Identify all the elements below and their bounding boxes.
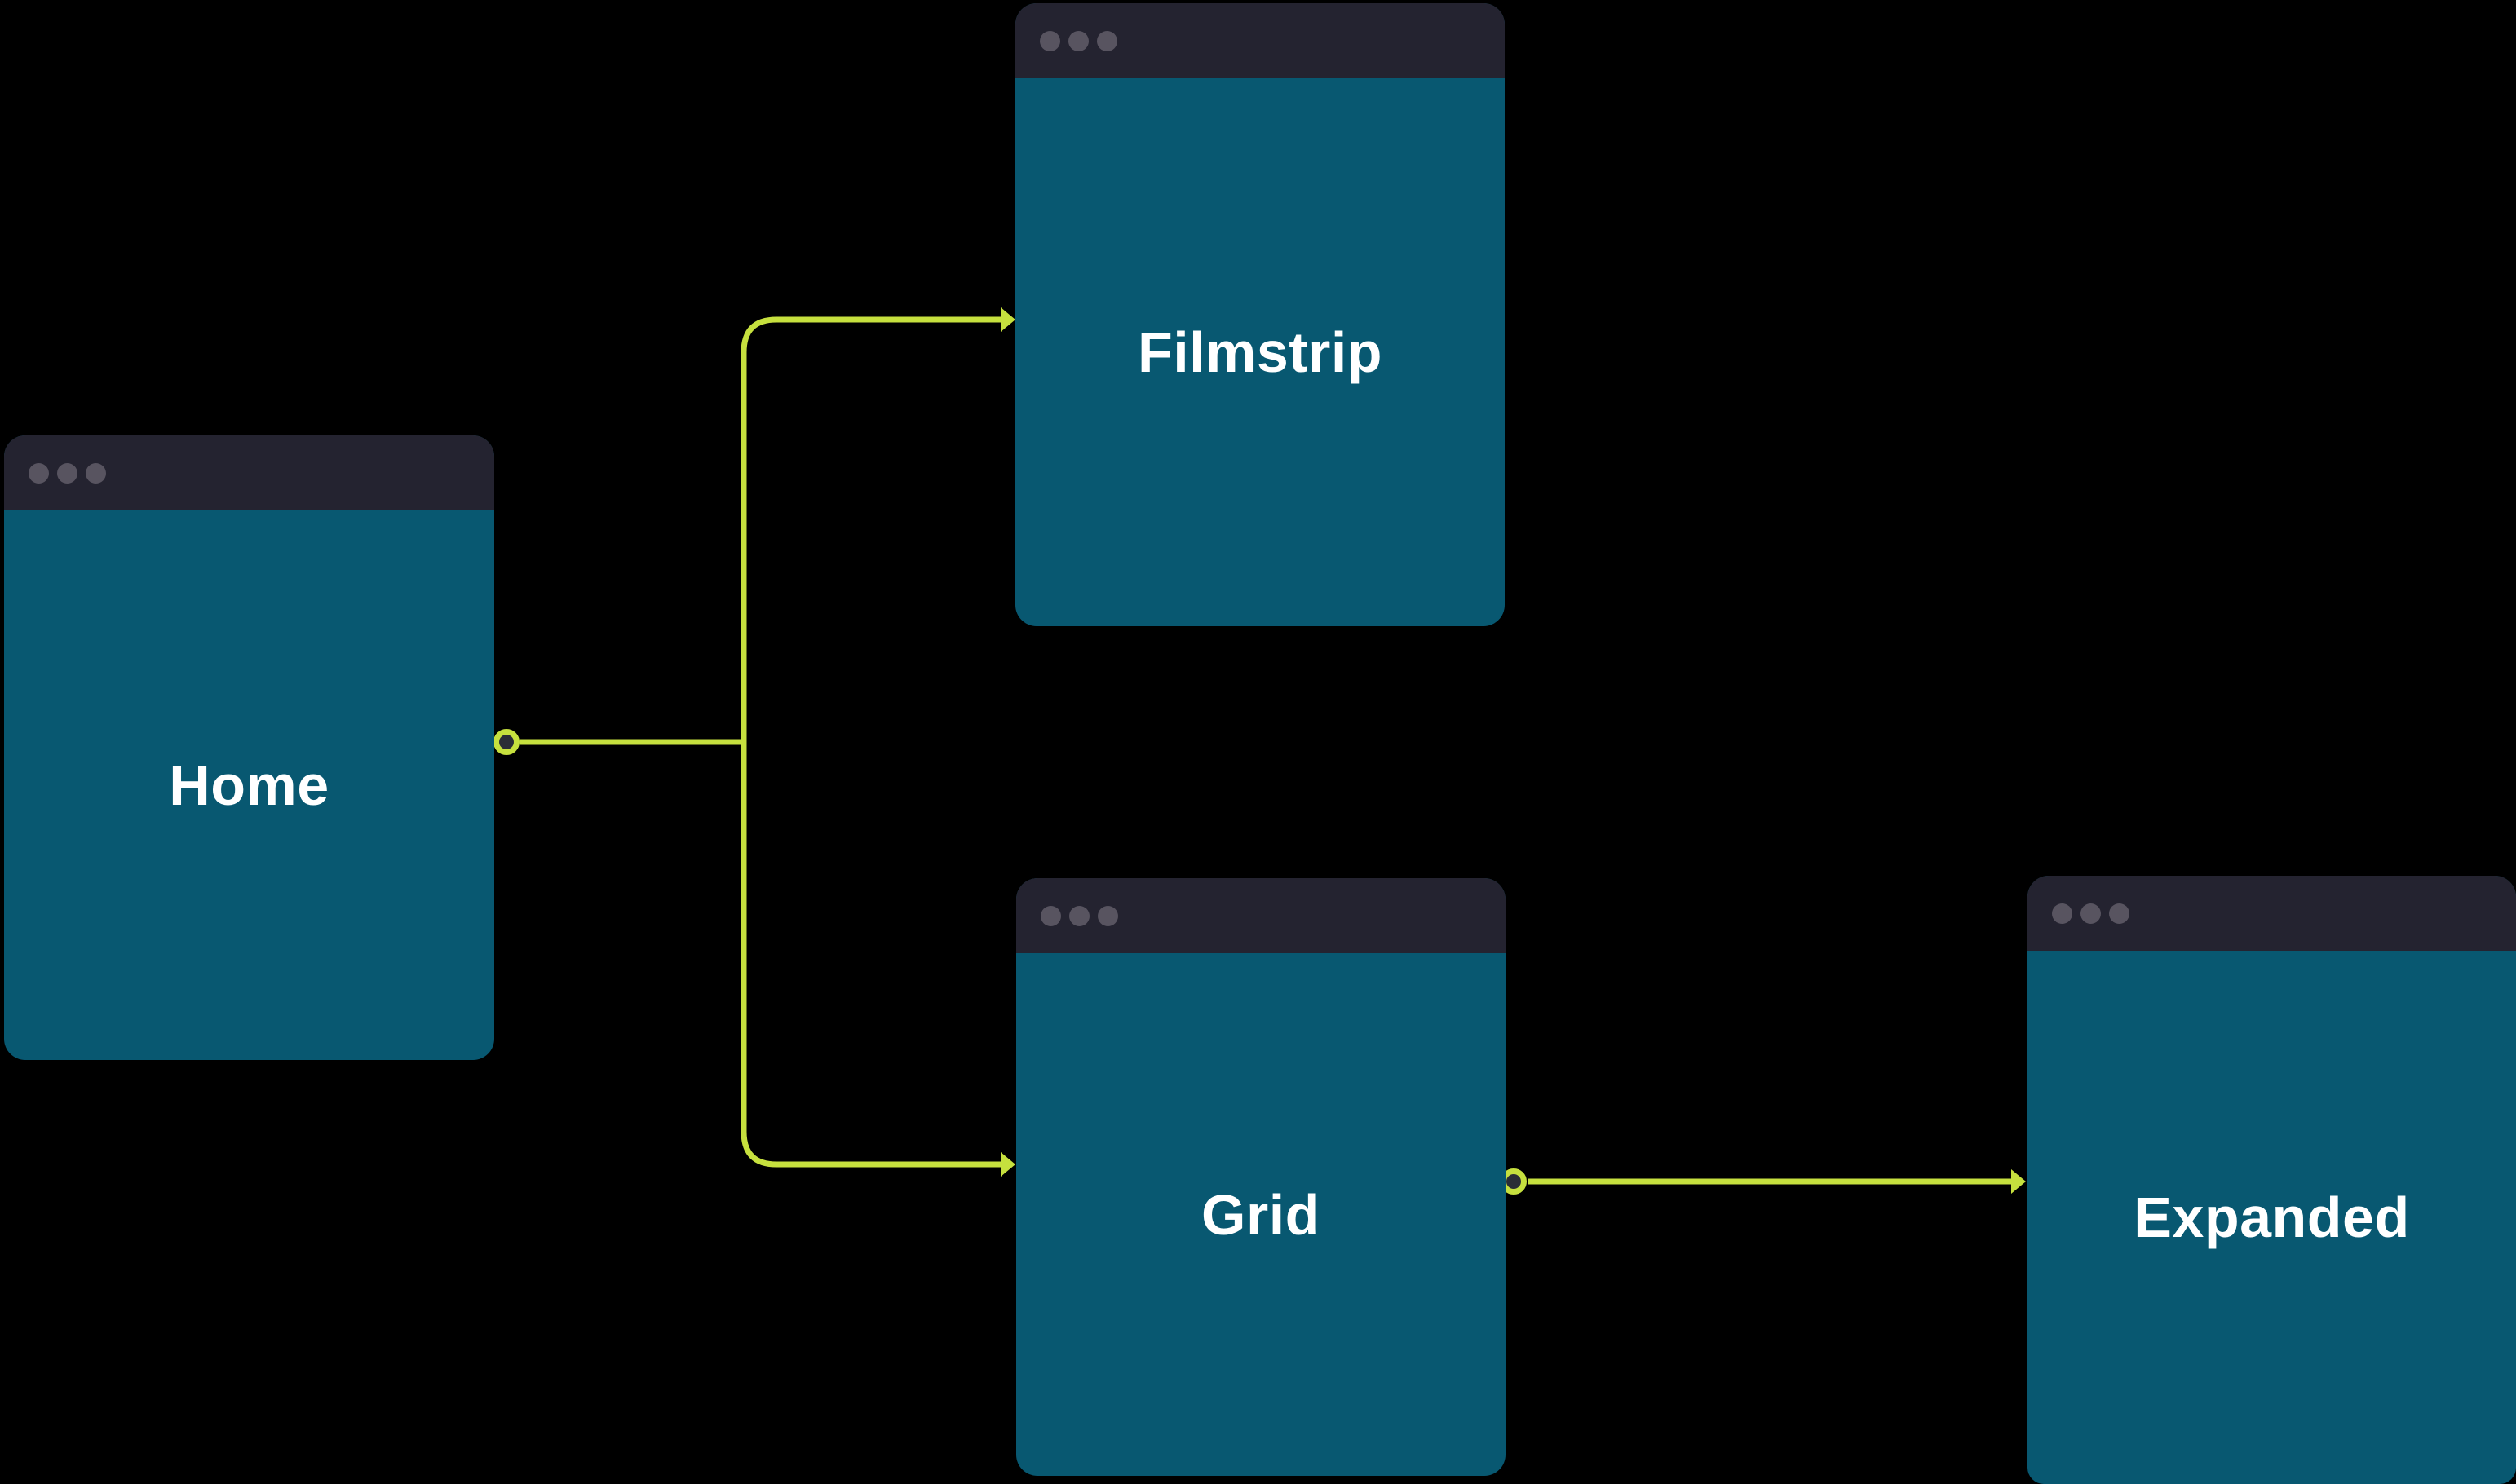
connector-handle[interactable] (493, 729, 520, 755)
window-titlebar (4, 435, 494, 510)
node-label: Expanded (2134, 1186, 2410, 1249)
node-window-grid[interactable]: Grid (1016, 878, 1506, 1476)
window-body: Filmstrip (1015, 78, 1505, 626)
window-dot-icon (1098, 905, 1118, 926)
window-titlebar (2027, 876, 2516, 951)
window-dot-icon (1040, 30, 1060, 51)
window-dot-icon (57, 462, 77, 484)
node-label: Grid (1201, 1182, 1320, 1247)
window-dots (1041, 905, 1118, 926)
window-dots (29, 462, 106, 484)
arrowhead-icon (1001, 1152, 1015, 1177)
window-dot-icon (1041, 905, 1061, 926)
arrowhead-icon (1001, 307, 1015, 332)
window-dots (2052, 903, 2129, 924)
window-dot-icon (2109, 903, 2129, 924)
node-label: Filmstrip (1137, 320, 1383, 384)
arrowhead-icon (2011, 1169, 2026, 1194)
node-window-expanded[interactable]: Expanded (2027, 876, 2516, 1484)
node-window-home[interactable]: Home (4, 435, 494, 1060)
node-window-filmstrip[interactable]: Filmstrip (1015, 3, 1505, 626)
connector-handle[interactable] (1501, 1168, 1527, 1195)
window-body: Expanded (2027, 951, 2516, 1484)
window-dot-icon (2052, 903, 2072, 924)
window-dot-icon (1097, 30, 1117, 51)
window-dot-icon (86, 462, 106, 484)
edge-home-branches (741, 316, 1002, 1168)
window-titlebar (1015, 3, 1505, 78)
window-dot-icon (1069, 905, 1090, 926)
window-dot-icon (2080, 903, 2101, 924)
window-titlebar (1016, 878, 1506, 953)
node-label: Home (169, 753, 329, 817)
window-dots (1040, 30, 1117, 51)
window-dot-icon (1068, 30, 1089, 51)
window-body: Grid (1016, 953, 1506, 1476)
window-dot-icon (29, 462, 49, 484)
window-body: Home (4, 510, 494, 1060)
